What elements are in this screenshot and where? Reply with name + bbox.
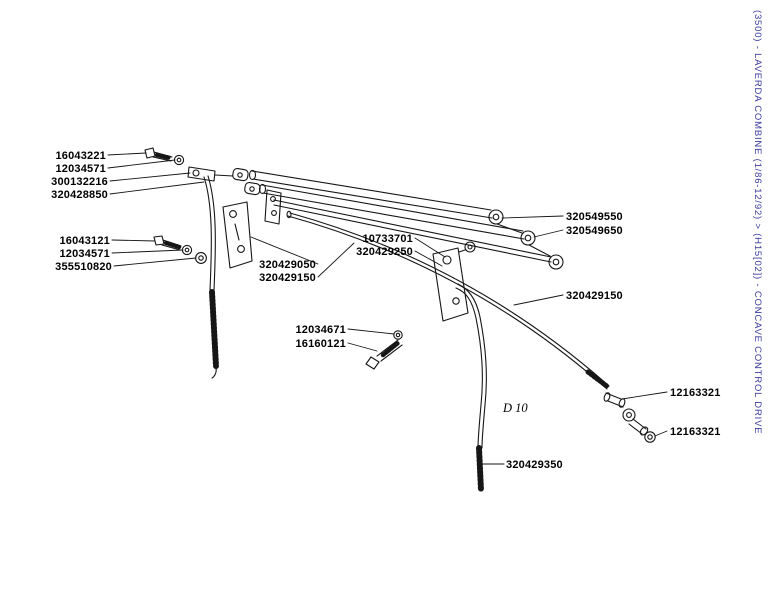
page-reference-title: (3500) - LAVERDA COMBINE (1/86-12/92) > … <box>752 10 763 435</box>
washer-drawing-top <box>173 154 185 166</box>
washer-drawing-355510820 <box>195 252 207 264</box>
rod-drawing-320428850 <box>203 175 219 379</box>
bracket-drawing-320429050 <box>222 201 253 269</box>
part-number-label: 12034671 <box>295 324 346 336</box>
leader-lines <box>107 152 668 465</box>
bolt-drawing-top <box>144 147 173 162</box>
part-number-labels: 16043221 12034571 300132216 320428850 16… <box>51 150 720 471</box>
part-number-label: 12163321 <box>670 387 721 399</box>
part-number-label: 16160121 <box>295 338 346 350</box>
lower-shaft-drawing <box>273 199 564 270</box>
part-number-label: 355510820 <box>55 261 112 273</box>
part-number-label: 320429350 <box>506 459 563 471</box>
part-number-label: 300132216 <box>51 176 108 188</box>
part-number-label: 12034571 <box>55 163 106 175</box>
part-number-label: 12163321 <box>670 426 721 438</box>
part-number-label: 320549550 <box>566 211 623 223</box>
part-number-label: 320549650 <box>566 225 623 237</box>
rod-drawing-320429150 <box>286 210 611 390</box>
rod-drawing-320429350 <box>455 283 487 493</box>
washer-drawing-mid <box>181 244 193 256</box>
part-number-label: 10733701 <box>362 233 413 245</box>
pivot-drawing-10733701 <box>458 241 476 253</box>
part-number-label: 12034571 <box>59 248 110 260</box>
spacer-drawing-12163321 <box>603 392 626 408</box>
middle-tube-drawing <box>258 183 536 246</box>
tube-end-lugs-drawing <box>232 167 261 196</box>
upper-tube-drawing <box>248 169 504 225</box>
tube-bracket-drawing <box>264 189 282 225</box>
part-number-label: 16043221 <box>55 150 106 162</box>
nut-drawing-12163321 <box>644 431 656 443</box>
clevis-joint-drawing <box>622 408 649 436</box>
bolt-drawing-mid <box>153 235 182 251</box>
bolt-drawing-16160121 <box>365 339 403 370</box>
diagram-annotation: D 10 <box>502 401 528 415</box>
part-number-label: 320428850 <box>51 189 108 201</box>
part-number-label: 16043121 <box>59 235 110 247</box>
part-number-label: 320429150 <box>566 290 623 302</box>
part-number-label: 320429150 <box>259 272 316 284</box>
bracket-drawing-320429250 <box>432 247 469 322</box>
part-number-label: 320429050 <box>259 259 316 271</box>
lever-link-drawing <box>187 166 234 182</box>
nut-drawing-12034671 <box>393 330 403 340</box>
part-number-label: 320429250 <box>356 246 413 258</box>
